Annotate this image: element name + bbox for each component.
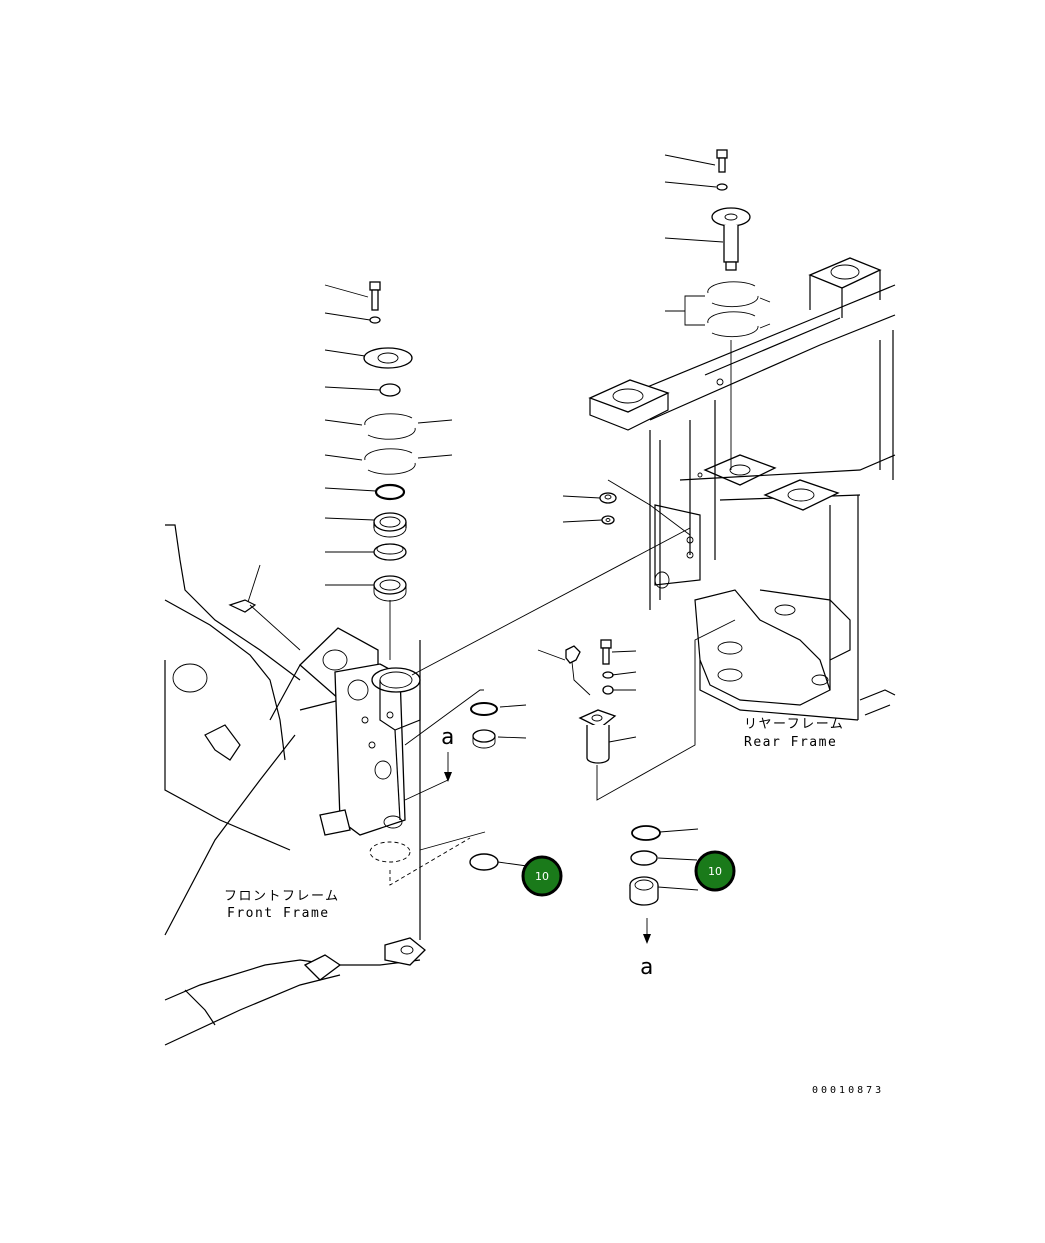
hinge-washer[interactable] bbox=[369, 316, 381, 324]
lower-lockwasher[interactable] bbox=[602, 685, 614, 695]
callout-badge-right[interactable]: 10 bbox=[694, 850, 736, 892]
callout-badge-left[interactable]: 10 bbox=[521, 855, 563, 897]
rear-shim-lower[interactable] bbox=[707, 311, 759, 338]
rear-hinge-parts-stack bbox=[707, 149, 759, 470]
rear-nut[interactable] bbox=[601, 515, 615, 525]
bushing[interactable] bbox=[472, 729, 496, 749]
arrow-a-left bbox=[444, 752, 452, 782]
arrow-a-left-label: a bbox=[441, 725, 454, 750]
rear-frame bbox=[588, 257, 896, 721]
retainer-plate[interactable] bbox=[363, 347, 413, 369]
front-frame bbox=[164, 524, 426, 1046]
leader-lines-left bbox=[247, 284, 453, 603]
seal-ring[interactable] bbox=[374, 483, 406, 501]
arrow-a-right bbox=[643, 918, 651, 944]
bushing-right[interactable] bbox=[629, 876, 659, 906]
lower-pin[interactable] bbox=[578, 709, 617, 764]
leader-callout-left bbox=[497, 861, 528, 867]
leader-lines-top-right bbox=[664, 154, 771, 329]
upper-hinge-parts-stack bbox=[363, 281, 416, 660]
drawing-code: 00010873 bbox=[812, 1085, 884, 1096]
lower-bolt[interactable] bbox=[600, 639, 612, 665]
rear-frame-label-jp: リヤーフレーム bbox=[744, 717, 844, 732]
ring-upper[interactable] bbox=[470, 702, 498, 716]
shim-upper[interactable] bbox=[364, 413, 416, 440]
rear-hinge-bolt[interactable] bbox=[716, 149, 728, 173]
callout-number-right: 10 bbox=[708, 865, 722, 878]
lower-washer[interactable] bbox=[602, 671, 614, 679]
rear-hinge-pin[interactable] bbox=[711, 207, 751, 271]
alignment-line-upper bbox=[411, 527, 691, 676]
arrow-a-right-label: a bbox=[640, 955, 653, 980]
snap-ring-left[interactable] bbox=[469, 853, 499, 871]
rear-washer-nut bbox=[562, 479, 691, 536]
spacer[interactable] bbox=[379, 383, 401, 397]
lower-pin-assembly bbox=[537, 619, 736, 801]
grease-fitting[interactable] bbox=[565, 645, 591, 696]
front-frame-label-jp: フロントフレーム bbox=[224, 889, 340, 904]
lower-boss-dashed bbox=[369, 831, 486, 886]
shim-lower[interactable] bbox=[364, 448, 416, 475]
bearing-upper[interactable] bbox=[373, 512, 407, 538]
lower-right-stack bbox=[629, 825, 699, 906]
front-frame-label-en: Front Frame bbox=[227, 906, 330, 921]
bearing-cup[interactable] bbox=[373, 543, 407, 561]
bearing-lower[interactable] bbox=[373, 575, 407, 602]
rear-frame-label-en: Rear Frame bbox=[744, 735, 837, 750]
rear-shim-upper[interactable] bbox=[707, 281, 759, 308]
callout-number-left: 10 bbox=[535, 870, 549, 883]
rear-hinge-washer[interactable] bbox=[716, 183, 728, 191]
snap-ring-right[interactable] bbox=[630, 850, 658, 866]
hinge-bolt[interactable] bbox=[369, 281, 381, 311]
front-lower-rings bbox=[404, 689, 527, 801]
rear-washer[interactable] bbox=[599, 492, 617, 504]
seal-right[interactable] bbox=[631, 825, 661, 841]
